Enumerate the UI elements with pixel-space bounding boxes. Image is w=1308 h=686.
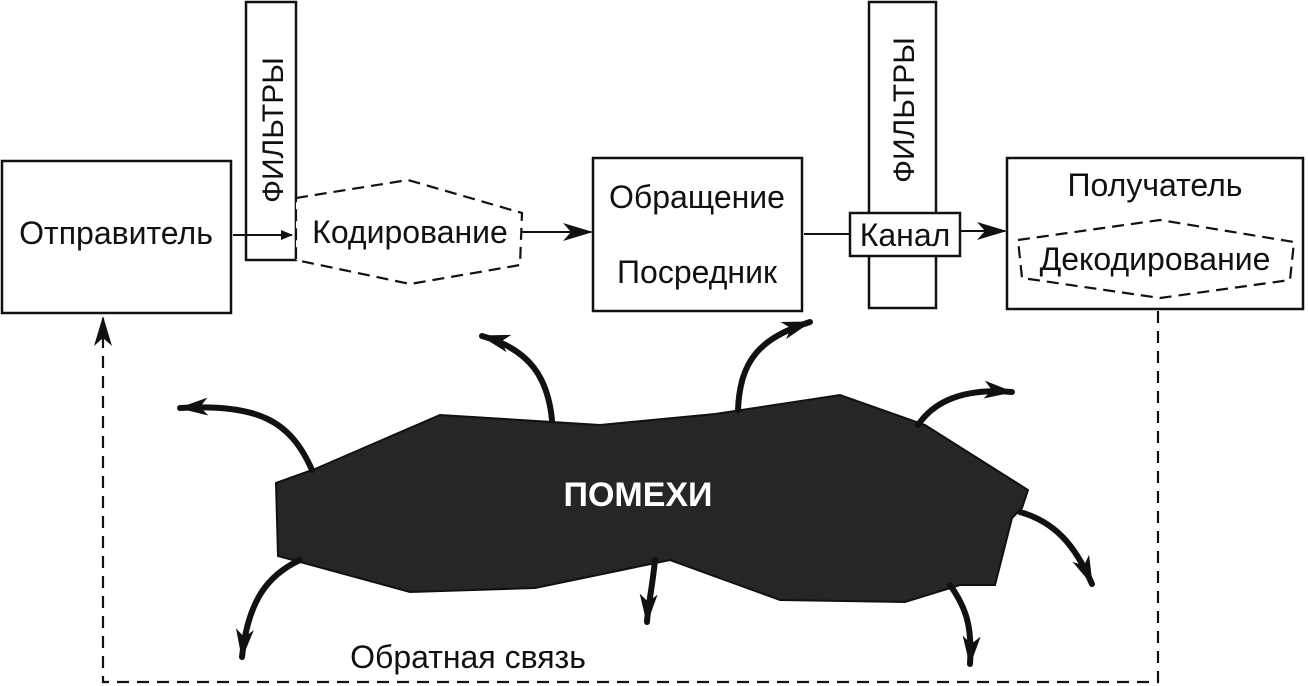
filters-left-box xyxy=(244,0,298,262)
channel-label: Канал xyxy=(860,217,951,253)
medium-label: Посредник xyxy=(617,254,778,290)
noise-arrow-up-right xyxy=(735,319,813,413)
receiver-label: Получатель xyxy=(1068,167,1243,203)
noise-shape xyxy=(274,393,1030,604)
receiver-box xyxy=(1005,156,1305,311)
noise-arrow-right-up xyxy=(915,380,1015,428)
noise-arrow-down-right xyxy=(947,582,981,667)
sender-label: Отправитель xyxy=(19,215,213,251)
noise-arrow-up-left xyxy=(479,333,555,423)
filters-right-label: ФИЛЬТРЫ xyxy=(888,37,921,183)
decoding-label: Декодирование xyxy=(1040,241,1271,277)
channel-box xyxy=(848,211,962,258)
feedback-label: Обратная связь xyxy=(350,639,586,675)
encoding-shape xyxy=(294,178,524,286)
encoding-label: Кодирование xyxy=(312,214,508,250)
noise-arrow-left xyxy=(177,397,315,473)
message-label: Обращение xyxy=(609,179,785,215)
noise-arrow-right-down xyxy=(1017,509,1095,587)
noise-arrows xyxy=(177,319,1095,667)
message-box xyxy=(591,156,804,313)
filters-left-label: ФИЛЬТРЫ xyxy=(257,57,290,203)
noise-arrow-down-mid xyxy=(639,557,658,625)
decoding-shape xyxy=(1016,218,1296,300)
noise-label: ПОМЕХИ xyxy=(564,476,713,514)
sender-box xyxy=(0,159,233,315)
noise-arrow-down-left xyxy=(235,557,303,660)
feedback-line xyxy=(94,311,1160,684)
